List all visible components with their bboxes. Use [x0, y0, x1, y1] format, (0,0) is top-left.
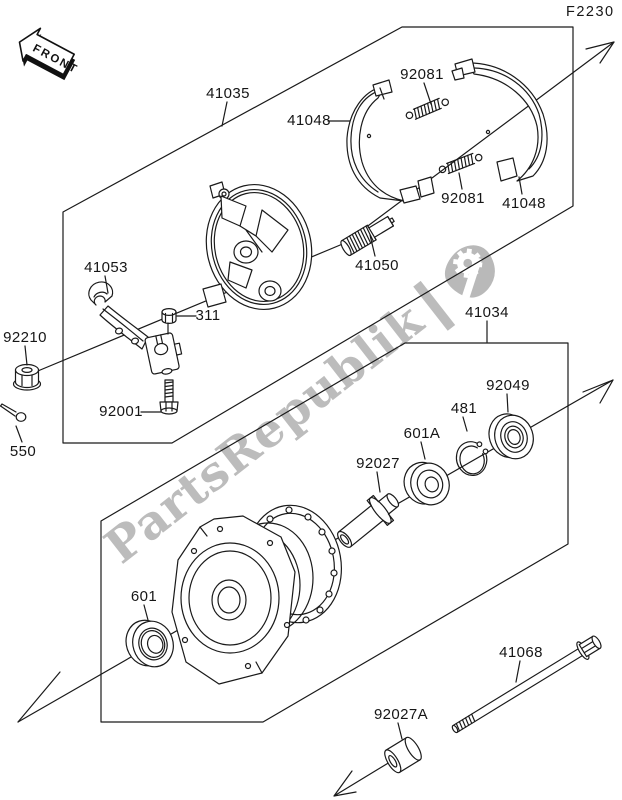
direction-arrow-top-right [585, 41, 615, 64]
part-label-41048-left: 41048 [287, 112, 331, 129]
bolt-92001-drawing [159, 379, 179, 415]
part-label-92027: 92027 [356, 455, 400, 472]
nut-311-drawing [161, 308, 177, 335]
part-label-601: 601 [130, 588, 158, 605]
page-code: F2230 [566, 4, 615, 20]
part-label-41034: 41034 [465, 304, 509, 321]
watermark: PartsRepublik | [76, 209, 530, 597]
brake-panel-drawing [202, 181, 313, 311]
direction-arrow-bottom-left [17, 671, 61, 723]
brake-arm-drawing [88, 281, 183, 375]
assembly-box-41035 [62, 26, 574, 444]
assembly-box-41034 [100, 342, 569, 723]
watermark-logo [444, 245, 495, 302]
camshaft-drawing [340, 215, 395, 257]
front-arrow-icon: FRONT [18, 27, 80, 81]
axle-41068-drawing [451, 635, 602, 734]
axle-axis-arrow [333, 761, 391, 797]
leader-lines [15, 82, 523, 740]
nut-92210-drawing [12, 363, 42, 391]
direction-arrow-middle-right [582, 379, 614, 404]
part-label-92001: 92001 [99, 403, 143, 420]
part-label-41053: 41053 [84, 259, 128, 276]
part-label-92049: 92049 [486, 377, 530, 394]
spring-top-drawing [405, 97, 450, 120]
gear-icon [453, 248, 483, 278]
part-label-92027a: 92027A [373, 706, 429, 723]
part-label-41068: 41068 [499, 644, 543, 661]
part-label-481: 481 [450, 400, 478, 417]
bearing-601a-drawing [403, 461, 450, 506]
hub-drawing [171, 504, 343, 685]
collar-92027-drawing [337, 493, 400, 548]
part-label-92081-bottom: 92081 [441, 190, 485, 207]
cotter-pin-550-drawing [0, 403, 27, 422]
part-label-550: 550 [9, 443, 37, 460]
bearing-601-drawing [125, 619, 174, 668]
part-label-311: 311 [195, 307, 221, 324]
brake-shoe-right-drawing [451, 58, 548, 182]
brake-shoe-left-drawing [346, 79, 435, 204]
part-label-41050: 41050 [355, 257, 399, 274]
part-label-41048-right: 41048 [502, 195, 546, 212]
part-label-601a: 601A [403, 425, 441, 442]
part-label-92081-top: 92081 [400, 66, 444, 83]
circlip-481-drawing [455, 441, 489, 477]
oil-seal-92049-drawing [488, 413, 534, 460]
spring-bottom-drawing [438, 152, 483, 175]
part-label-41035: 41035 [206, 85, 250, 102]
spacer-92027a-drawing [384, 736, 422, 774]
part-label-92210: 92210 [3, 329, 47, 346]
